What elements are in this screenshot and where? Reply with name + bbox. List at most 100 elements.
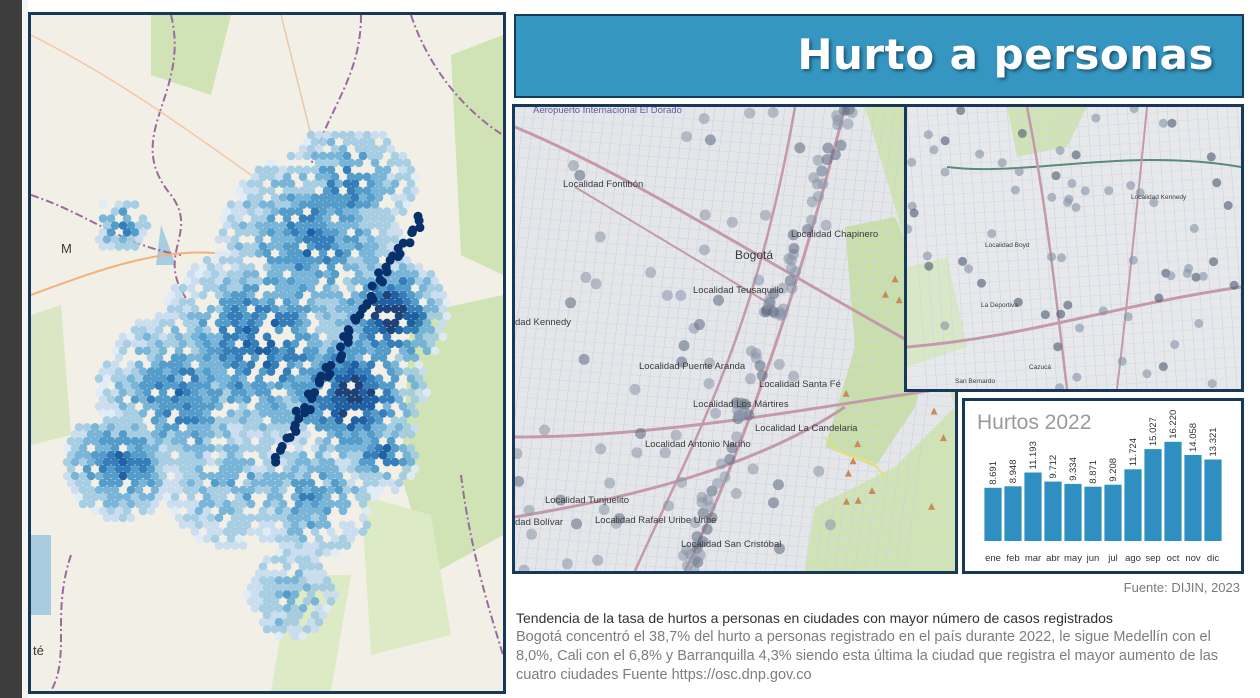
hex-cell <box>174 402 184 411</box>
hex-cell <box>302 249 312 258</box>
hex-cell <box>306 520 316 530</box>
hex-cell <box>110 360 120 370</box>
hex-cell <box>246 513 256 523</box>
street <box>1016 107 1038 389</box>
hex-cell <box>102 360 112 370</box>
hex-cell <box>98 423 108 432</box>
hex-cell <box>242 228 252 237</box>
hex-cell <box>282 478 292 488</box>
hex-cell <box>114 395 124 404</box>
hex-cell <box>322 520 332 530</box>
hex-cell <box>110 471 120 481</box>
hex-cell <box>406 276 416 286</box>
hex-cell <box>210 478 220 488</box>
hex-cell <box>66 436 76 446</box>
hex-cell <box>234 381 244 390</box>
hex-cell <box>194 311 204 321</box>
hex-cell <box>246 290 256 300</box>
hex-cell <box>234 283 244 293</box>
hex-cell <box>114 464 124 474</box>
hex-cell <box>82 423 92 432</box>
hex-cell <box>286 207 296 216</box>
street <box>515 456 955 488</box>
hex-cell <box>402 450 412 460</box>
hex-cell <box>214 416 224 425</box>
hex-cell <box>182 304 192 314</box>
bar-feb <box>1004 486 1022 541</box>
hex-cell <box>342 485 352 495</box>
hex-cell <box>1063 300 1073 310</box>
bar-value-label: 11.724 <box>1128 438 1139 466</box>
kennedy-detail-map[interactable]: Localidad Kennedy Localidad Boyd La Depo… <box>904 104 1244 392</box>
hex-cell <box>226 256 236 265</box>
hex-cell <box>258 367 268 376</box>
hex-cell <box>370 214 380 223</box>
hex-cell <box>358 290 368 300</box>
hex-cell <box>326 304 336 314</box>
hex-cell <box>346 158 356 168</box>
hex-cell <box>813 465 825 477</box>
hex-cell <box>294 262 304 272</box>
bogota-detail-map[interactable]: Aeropuerto Internacional El Dorado Local… <box>512 104 958 574</box>
hex-cell <box>254 318 264 328</box>
hex-cell <box>294 555 304 564</box>
hex-cell <box>366 179 376 188</box>
hex-cell <box>178 367 188 376</box>
hex-cell <box>198 499 208 509</box>
hex-cell <box>298 269 308 279</box>
hex-cell <box>326 541 336 550</box>
hex-cell <box>274 283 284 293</box>
hex-cell <box>270 165 280 175</box>
hex-cell <box>410 395 420 404</box>
hex-cell <box>142 388 152 397</box>
hex-cell <box>290 339 300 349</box>
hex-cell <box>174 513 184 523</box>
street <box>1086 107 1108 389</box>
main-density-map[interactable]: M té <box>28 12 506 694</box>
hex-cell <box>206 276 216 286</box>
hex-cell <box>242 283 252 293</box>
hex-cell <box>663 500 674 512</box>
hex-cell <box>438 290 448 300</box>
hex-cell <box>290 420 300 430</box>
street <box>1106 107 1128 389</box>
street <box>1026 107 1048 389</box>
hex-cell <box>350 137 360 147</box>
hex-cell <box>170 297 180 307</box>
hex-cell <box>322 158 332 168</box>
hex-cell <box>234 464 244 474</box>
street <box>907 206 1241 228</box>
hex-cell <box>362 242 372 251</box>
hex-cell <box>1123 312 1133 322</box>
hex-cell <box>222 388 232 397</box>
hex-cell <box>82 478 92 488</box>
street <box>515 376 955 408</box>
hex-cell <box>422 304 432 314</box>
hex-cell <box>278 624 288 634</box>
street <box>907 236 1241 258</box>
hex-cell <box>74 492 84 502</box>
hex-cell <box>234 186 244 195</box>
peak-marker <box>928 502 936 510</box>
hex-cell <box>414 216 424 226</box>
hex-cell <box>318 318 328 328</box>
hex-cell <box>98 381 108 390</box>
hex-cell <box>162 492 172 502</box>
hex-cell <box>270 513 280 523</box>
hex-cell <box>66 450 76 460</box>
hex-cell <box>382 457 392 467</box>
hex-cell <box>278 555 288 564</box>
hex-cell <box>342 388 352 397</box>
hex-cell <box>398 290 408 300</box>
hex-cell <box>374 268 384 278</box>
street <box>544 107 606 571</box>
hex-cell <box>74 450 84 460</box>
hex-cell <box>322 464 332 474</box>
hex-cell <box>194 450 204 460</box>
hex-cell <box>218 478 228 488</box>
hex-cell <box>402 325 412 335</box>
hex-cell <box>254 485 264 495</box>
street <box>515 366 955 398</box>
hex-cell <box>222 485 232 495</box>
hex-cell <box>182 318 192 328</box>
